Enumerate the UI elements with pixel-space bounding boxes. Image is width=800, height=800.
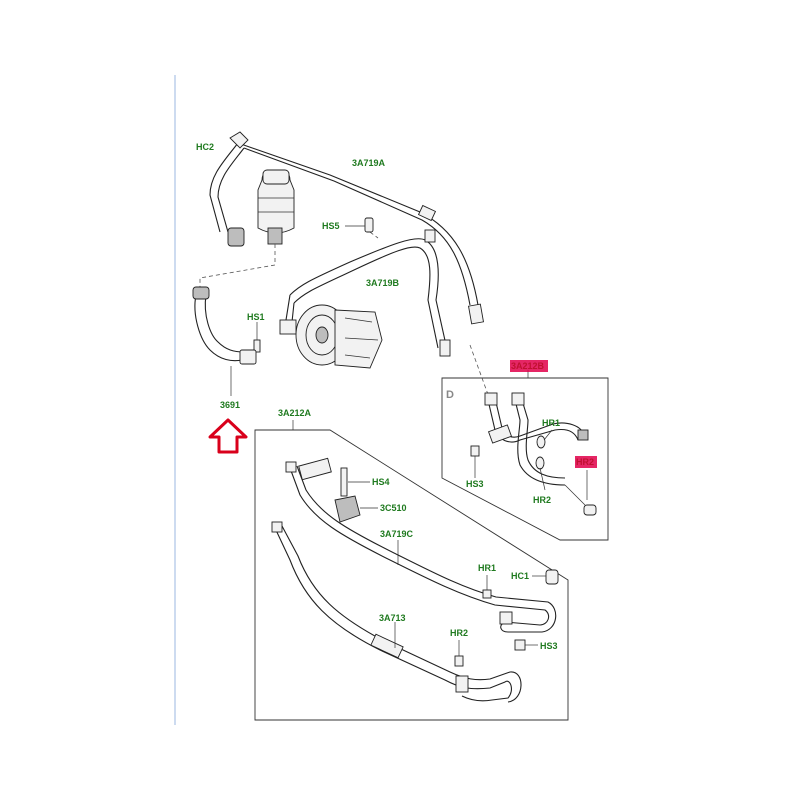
detail-box-3a212b bbox=[441, 370, 609, 541]
label-hr1-upper: HR1 bbox=[542, 418, 560, 428]
bolt-hs1 bbox=[253, 322, 261, 353]
label-hr2-upper-red: HR2 bbox=[576, 457, 594, 467]
dashed-guide-3a212b bbox=[469, 344, 491, 401]
label-3c510: 3C510 bbox=[380, 503, 407, 513]
label-hs4: HS4 bbox=[372, 477, 390, 487]
label-3a719c: 3A719C bbox=[380, 529, 414, 539]
label-hc1: HC1 bbox=[511, 571, 529, 581]
label-3691: 3691 bbox=[220, 400, 240, 410]
label-hs3-upper: HS3 bbox=[466, 479, 484, 489]
label-hs3-lower: HS3 bbox=[540, 641, 558, 651]
fluid-reservoir bbox=[257, 169, 295, 245]
hr2-highlight bbox=[575, 456, 597, 468]
dashed-guide-reservoir bbox=[199, 244, 276, 290]
label-hs1: HS1 bbox=[247, 312, 265, 322]
label-detail-d: D bbox=[446, 389, 454, 401]
hose-3a719a bbox=[209, 131, 484, 325]
hose-3a719b bbox=[285, 229, 451, 357]
label-hc2: HC2 bbox=[196, 142, 214, 152]
label-hr2-upper: HR2 bbox=[533, 495, 551, 505]
hose-3691 bbox=[192, 286, 257, 396]
dashed-guide-hs5 bbox=[369, 231, 379, 239]
label-3a719b: 3A719B bbox=[366, 278, 400, 288]
label-hr2-lower: HR2 bbox=[450, 628, 468, 638]
label-hr1-lower: HR1 bbox=[478, 563, 496, 573]
detail-box-3a212a bbox=[254, 420, 569, 721]
label-hs5: HS5 bbox=[322, 221, 340, 231]
bolt-hs5 bbox=[345, 217, 374, 233]
label-3a212a: 3A212A bbox=[278, 408, 312, 418]
power-steering-pump bbox=[279, 304, 383, 369]
label-3a212b: 3A212B bbox=[511, 361, 545, 371]
highlight-arrow bbox=[208, 418, 248, 454]
3a212b-highlight bbox=[510, 360, 548, 372]
label-3a719a: 3A719A bbox=[352, 158, 386, 168]
label-3a713: 3A713 bbox=[379, 613, 406, 623]
